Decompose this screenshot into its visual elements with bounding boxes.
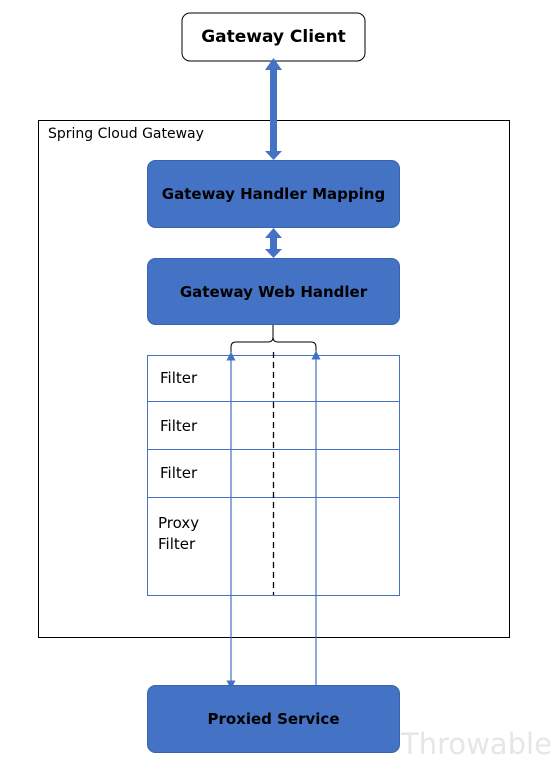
proxy-filter-label: Proxy Filter [158,514,200,553]
client-mapping-double-arrow [265,58,282,160]
filter-label: Filter [160,369,198,387]
filter-label: Filter [160,464,198,482]
watermark: Throwable [401,727,552,761]
gateway-web-handler-box [147,258,400,325]
gateway-handler-mapping-label: Gateway Handler Mapping [161,185,386,203]
gateway-web-handler-label: Gateway Web Handler [179,282,368,301]
proxied-service-label: Proxied Service [207,710,340,728]
container-label: Spring Cloud Gateway [48,126,204,142]
filter-chain-brace [230,325,317,356]
mapping-web-handler-double-arrow [265,228,282,258]
proxied-service-box [147,685,400,753]
filter-label: Filter [160,417,198,435]
gateway-handler-mapping-box [147,160,400,228]
gateway-client-label: Gateway Client [201,27,346,47]
